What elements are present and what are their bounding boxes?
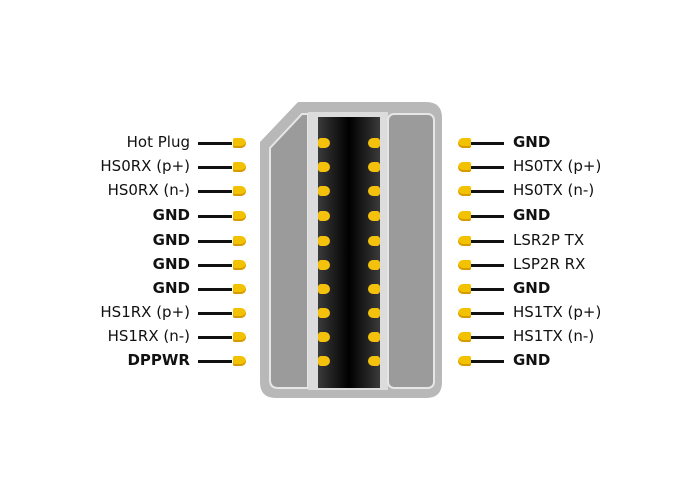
right-pin-wire <box>470 336 504 339</box>
left-pin-label: GND <box>152 206 190 224</box>
connector-pin-left <box>318 308 330 318</box>
left-pin-pad <box>233 332 246 342</box>
right-pin-wire <box>470 288 504 291</box>
right-pin-label: HS0TX (n-) <box>513 181 595 199</box>
right-pin-wire <box>470 215 504 218</box>
left-pin-label: GND <box>152 279 190 297</box>
connector-pin-right <box>368 332 380 342</box>
right-pin-label: HS1TX (n-) <box>513 327 595 345</box>
connector-pin-right <box>368 284 380 294</box>
connector-pin-right <box>368 211 380 221</box>
connector-pin-left <box>318 162 330 172</box>
right-panel <box>387 113 435 389</box>
left-pin-wire <box>198 215 232 218</box>
left-pin-pad <box>233 162 246 172</box>
connector-pin-right <box>368 162 380 172</box>
connector-shell <box>260 102 442 398</box>
right-pin-wire <box>470 240 504 243</box>
connector-pin-left <box>318 356 330 366</box>
right-pin-pad <box>458 236 471 246</box>
left-pin-pad <box>233 356 246 366</box>
connector-pin-right <box>368 260 380 270</box>
right-pin-label: GND <box>513 133 551 151</box>
right-pin-pad <box>458 162 471 172</box>
connector-pin-left <box>318 260 330 270</box>
left-pin-wire <box>198 190 232 193</box>
right-pin-pad <box>458 211 471 221</box>
connector-pin-left <box>318 284 330 294</box>
connector-pin-left <box>318 186 330 196</box>
left-pin-pad <box>233 211 246 221</box>
right-pin-pad <box>458 332 471 342</box>
left-pin-wire <box>198 336 232 339</box>
left-panel <box>269 113 309 389</box>
connector-pin-right <box>368 356 380 366</box>
right-pin-pad <box>458 308 471 318</box>
right-pin-pad <box>458 138 471 148</box>
right-pin-label: LSP2R RX <box>513 255 586 273</box>
connector-pin-left <box>318 236 330 246</box>
left-pin-pad <box>233 260 246 270</box>
left-pin-wire <box>198 240 232 243</box>
connector-pin-left <box>318 332 330 342</box>
right-pin-pad <box>458 284 471 294</box>
right-pin-wire <box>470 190 504 193</box>
left-pin-pad <box>233 284 246 294</box>
right-pin-wire <box>470 142 504 145</box>
right-pin-wire <box>470 264 504 267</box>
right-pin-label: HS1TX (p+) <box>513 303 602 321</box>
right-pin-pad <box>458 356 471 366</box>
left-pin-label: HS1RX (n-) <box>107 327 190 345</box>
left-pin-pad <box>233 186 246 196</box>
right-pin-pad <box>458 186 471 196</box>
left-pin-label: Hot Plug <box>126 133 190 151</box>
left-pin-wire <box>198 360 232 363</box>
right-pin-label: HS0TX (p+) <box>513 157 602 175</box>
left-pin-wire <box>198 288 232 291</box>
connector-pin-right <box>368 138 380 148</box>
right-pin-wire <box>470 166 504 169</box>
left-pin-label: HS1RX (p+) <box>100 303 190 321</box>
left-pin-label: GND <box>152 231 190 249</box>
right-pin-wire <box>470 312 504 315</box>
connector-pin-right <box>368 236 380 246</box>
left-pin-wire <box>198 264 232 267</box>
connector-pin-left <box>318 138 330 148</box>
connector-pin-right <box>368 308 380 318</box>
connector-pin-right <box>368 186 380 196</box>
left-pin-wire <box>198 312 232 315</box>
right-pin-label: GND <box>513 279 551 297</box>
left-pin-pad <box>233 308 246 318</box>
left-pin-label: HS0RX (p+) <box>100 157 190 175</box>
slot <box>318 117 380 388</box>
left-pin-label: HS0RX (n-) <box>107 181 190 199</box>
right-pin-label: LSR2P TX <box>513 231 585 249</box>
connector-pin-left <box>318 211 330 221</box>
right-pin-label: GND <box>513 206 551 224</box>
left-pin-pad <box>233 236 246 246</box>
left-pin-wire <box>198 142 232 145</box>
right-pin-wire <box>470 360 504 363</box>
right-pin-pad <box>458 260 471 270</box>
left-pin-wire <box>198 166 232 169</box>
left-pin-label: GND <box>152 255 190 273</box>
left-pin-label: DPPWR <box>127 351 190 369</box>
right-pin-label: GND <box>513 351 551 369</box>
left-pin-pad <box>233 138 246 148</box>
